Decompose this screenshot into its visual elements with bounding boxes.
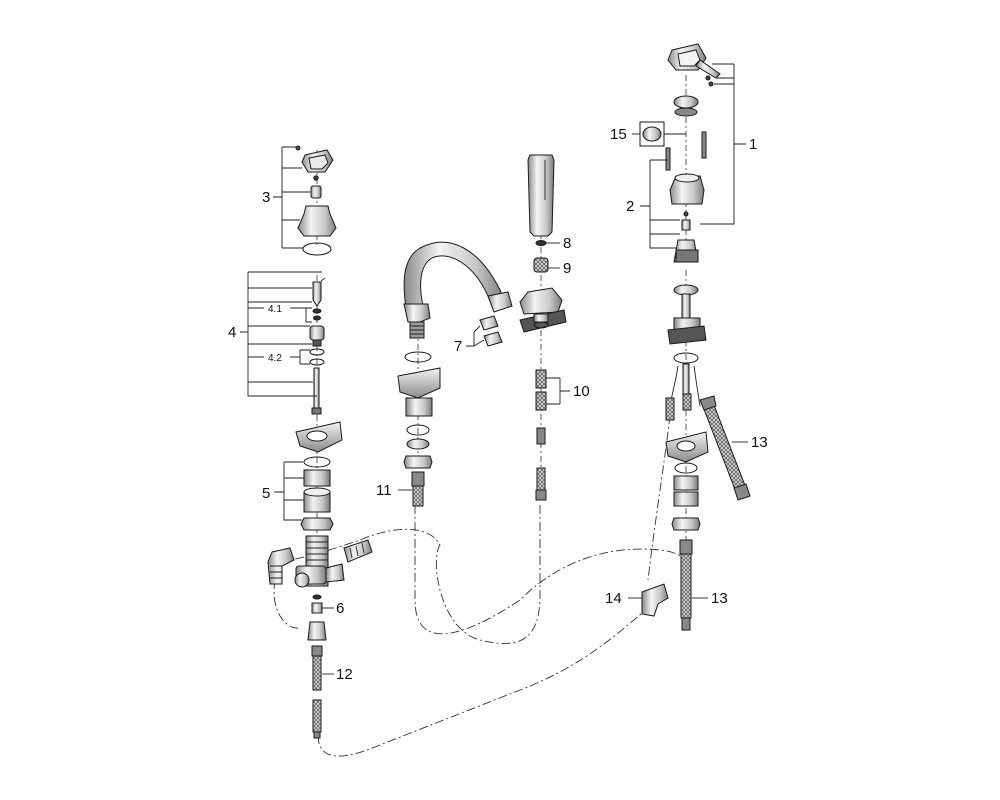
callout-11: 11 <box>376 482 392 499</box>
leader-lines <box>240 63 748 675</box>
left-handle-assembly <box>267 145 373 739</box>
callout-13-lower: 13 <box>711 590 728 607</box>
callout-10: 10 <box>573 383 590 400</box>
callout-14: 14 <box>605 590 622 607</box>
callout-7: 7 <box>454 338 462 355</box>
callout-4-2: 4.2 <box>268 353 282 364</box>
hose-routing-lines <box>273 414 691 757</box>
callout-12: 12 <box>336 666 353 683</box>
spout-assembly <box>397 241 513 507</box>
callout-2: 2 <box>626 198 634 215</box>
callout-9: 9 <box>563 260 571 277</box>
callout-15: 15 <box>610 126 627 143</box>
callout-4-1: 4.1 <box>268 304 282 315</box>
callout-8: 8 <box>563 235 571 252</box>
callout-labels: 3 4 4.1 4.2 5 6 12 11 7 8 9 10 1 2 15 13… <box>228 126 768 683</box>
right-handle-assembly <box>639 43 751 631</box>
callout-1: 1 <box>749 136 757 153</box>
assembly-axes <box>316 75 687 560</box>
callout-13-upper: 13 <box>751 434 768 451</box>
callout-6: 6 <box>336 600 344 617</box>
callout-5: 5 <box>262 485 270 502</box>
callout-3: 3 <box>262 189 270 206</box>
hand-shower-assembly <box>519 154 567 501</box>
callout-4: 4 <box>228 324 236 341</box>
